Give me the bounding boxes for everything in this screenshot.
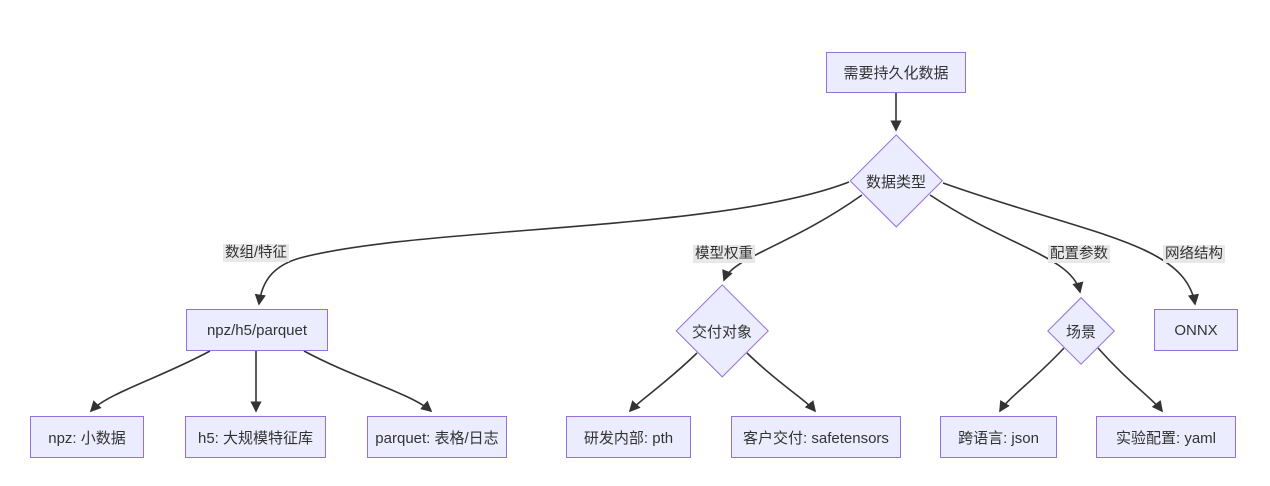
edge-label-config-params: 配置参数 — [1048, 245, 1110, 263]
edge-data-type-to-delivery-target — [722, 194, 863, 282]
node-parquet-table-log: parquet: 表格/日志 — [367, 416, 507, 458]
node-npz-h5-parquet-label: npz/h5/parquet — [206, 321, 308, 339]
node-root-label: 需要持久化数据 — [843, 65, 949, 82]
edge-delivery-target-to-pth — [628, 352, 698, 413]
node-h5-feature-store: h5: 大规模特征库 — [185, 416, 326, 458]
edge-label-model-weights: 模型权重 — [693, 245, 755, 263]
edge-delivery-target-to-safetensors — [746, 352, 817, 413]
node-data-type: 数据类型 — [848, 133, 943, 228]
node-delivery-target-label: 交付对象 — [691, 323, 752, 341]
node-cross-language-json-label: 跨语言: json — [958, 429, 1039, 447]
node-customer-safetensors: 客户交付: safetensors — [731, 416, 901, 458]
edge-scene-to-yaml — [1097, 347, 1164, 413]
edge-data-type-to-scene — [929, 194, 1084, 294]
node-delivery-target: 交付对象 — [674, 283, 769, 378]
node-scene-label: 场景 — [1065, 323, 1096, 341]
edge-npz-h5-parquet-to-npz — [89, 350, 211, 413]
edge-label-array-features: 数组/特征 — [222, 244, 290, 262]
node-npz-small-data: npz: 小数据 — [30, 416, 144, 458]
node-internal-pth-label: 研发内部: pth — [583, 429, 674, 447]
node-npz-h5-parquet: npz/h5/parquet — [186, 309, 328, 351]
node-cross-language-json: 跨语言: json — [940, 416, 1057, 458]
node-h5-feature-store-label: h5: 大规模特征库 — [197, 429, 314, 447]
node-data-type-label: 数据类型 — [865, 173, 926, 191]
node-onnx-label: ONNX — [1174, 321, 1218, 339]
node-experiment-yaml: 实验配置: yaml — [1096, 416, 1236, 458]
node-customer-safetensors-label: 客户交付: safetensors — [743, 429, 889, 447]
node-experiment-yaml-label: 实验配置: yaml — [1115, 429, 1216, 447]
node-parquet-table-log-label: parquet: 表格/日志 — [375, 429, 499, 447]
edge-data-type-to-npz-h5-parquet — [254, 181, 850, 306]
edge-npz-h5-parquet-to-parquet — [303, 350, 433, 413]
node-npz-small-data-label: npz: 小数据 — [48, 429, 126, 447]
node-internal-pth: 研发内部: pth — [566, 416, 691, 458]
node-scene: 场景 — [1046, 296, 1115, 365]
edge-scene-to-json — [999, 347, 1065, 413]
node-root: 需要持久化数据 — [826, 52, 966, 93]
node-onnx: ONNX — [1154, 309, 1238, 351]
edge-data-type-to-onnx — [942, 182, 1199, 306]
edge-label-network-structure: 网络结构 — [1163, 245, 1225, 263]
